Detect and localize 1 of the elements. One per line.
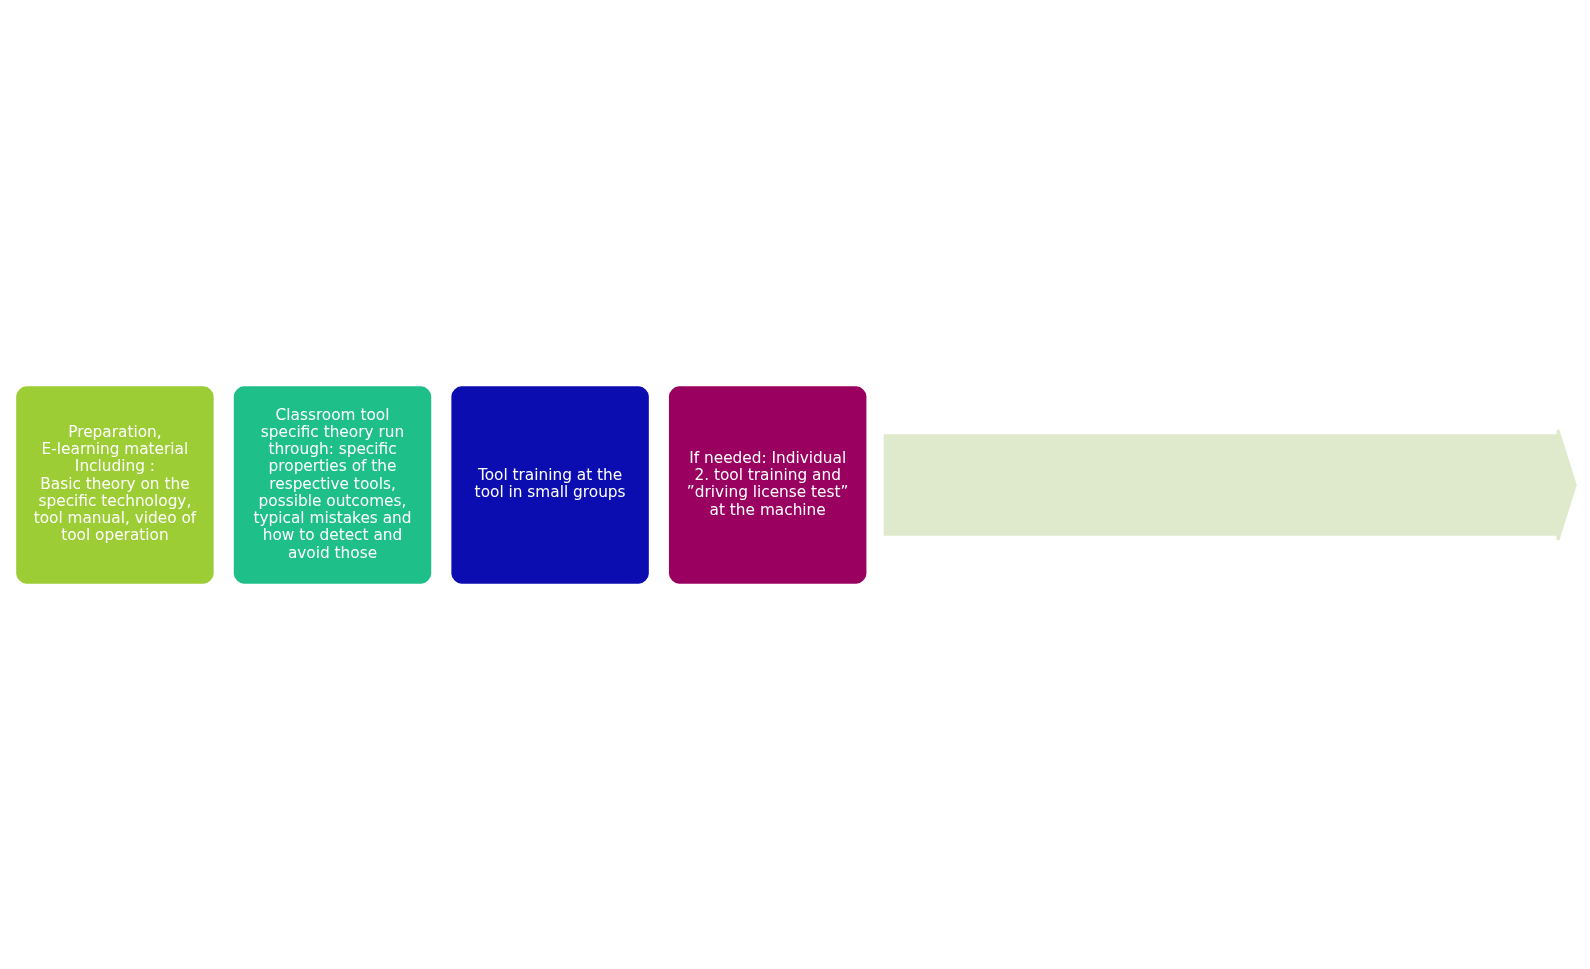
node-arrow bbox=[883, 427, 1577, 542]
